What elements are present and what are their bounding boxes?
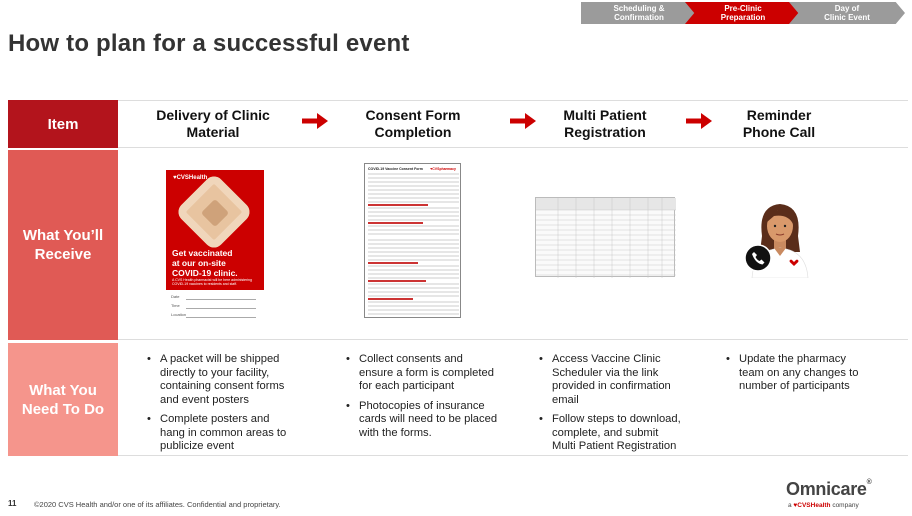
- consent-form-lines: [365, 164, 461, 318]
- step-pre-clinic: Pre-Clinic Preparation: [685, 2, 801, 24]
- row-label-receive: What You’ll Receive: [8, 150, 118, 340]
- arrow-right-icon: [686, 113, 712, 129]
- row-label-item: Item: [8, 100, 118, 148]
- step-day-of: Day of Clinic Event: [789, 2, 905, 24]
- brand-tagline: a ♥CVSHealth company: [788, 502, 859, 509]
- reminder-tasks: Update the pharmacy team on any changes …: [723, 353, 903, 400]
- step-label: Pre-Clinic Preparation: [721, 4, 765, 22]
- list-item: Photocopies of insurance cards will need…: [343, 400, 523, 441]
- phone-icon: [744, 244, 772, 272]
- copyright-notice: ©2020 CVS Health and/or one of its affil…: [34, 500, 281, 509]
- step-label: Day of Clinic Event: [824, 4, 870, 22]
- registered-mark-icon: ®: [867, 479, 872, 486]
- list-item: A packet will be shipped directly to you…: [144, 353, 324, 407]
- column-heading-registration: Multi Patient Registration: [530, 104, 680, 144]
- poster-field-line: [186, 299, 256, 300]
- poster-field-label: Time: [171, 303, 180, 308]
- poster-headline: Get vaccinated at our on-site COVID-19 c…: [172, 248, 238, 278]
- step-scheduling: Scheduling & Confirmation: [581, 2, 697, 24]
- poster-field-label: Date: [171, 294, 179, 299]
- list-item: Update the pharmacy team on any changes …: [723, 353, 903, 394]
- poster-fine-print: A CVS Health pharmacist will be here adm…: [172, 278, 258, 286]
- list-item: Follow steps to download, complete, and …: [536, 413, 706, 454]
- column-heading-delivery: Delivery of Clinic Material: [140, 104, 286, 144]
- poster-field-line: [186, 308, 256, 309]
- row-label-todo: What You Need To Do: [8, 343, 118, 456]
- page-number: 11: [8, 499, 16, 508]
- page-title: How to plan for a successful event: [8, 30, 410, 58]
- tagline-suffix: company: [831, 502, 859, 509]
- list-item: Complete posters and hang in common area…: [144, 413, 324, 454]
- column-heading-reminder: Reminder Phone Call: [710, 104, 848, 144]
- cvs-health-wordmark: ♥CVSHealth: [793, 502, 830, 509]
- poster-form-area: Date Time Location: [166, 290, 264, 320]
- list-item: Collect consents and ensure a form is co…: [343, 353, 523, 394]
- arrow-right-icon: [302, 113, 328, 129]
- spreadsheet-grid: [536, 198, 676, 278]
- poster-field-label: Location: [171, 312, 186, 317]
- list-item: Access Vaccine Clinic Scheduler via the …: [536, 353, 706, 407]
- registration-spreadsheet-image: [535, 197, 675, 277]
- registration-tasks: Access Vaccine Clinic Scheduler via the …: [536, 353, 706, 460]
- step-label: Scheduling & Confirmation: [613, 4, 664, 22]
- poster-field-line: [186, 317, 256, 318]
- arrow-right-icon: [510, 113, 536, 129]
- consent-tasks: Collect consents and ensure a form is co…: [343, 353, 523, 446]
- brand-name: Omnicare: [786, 479, 867, 499]
- column-heading-consent: Consent Form Completion: [340, 104, 486, 144]
- process-stepper: Scheduling & Confirmation Pre-Clinic Pre…: [581, 2, 909, 24]
- omnicare-logo: Omnicare®: [786, 479, 872, 500]
- poster-logo: ♥CVSHealth: [173, 175, 207, 181]
- clinic-poster-image: ♥CVSHealth Get vaccinated at our on-site…: [166, 170, 264, 320]
- delivery-tasks: A packet will be shipped directly to you…: [144, 353, 324, 460]
- consent-form-image: COVID-19 Vaccine Consent Form ♥CVSpharma…: [364, 163, 461, 318]
